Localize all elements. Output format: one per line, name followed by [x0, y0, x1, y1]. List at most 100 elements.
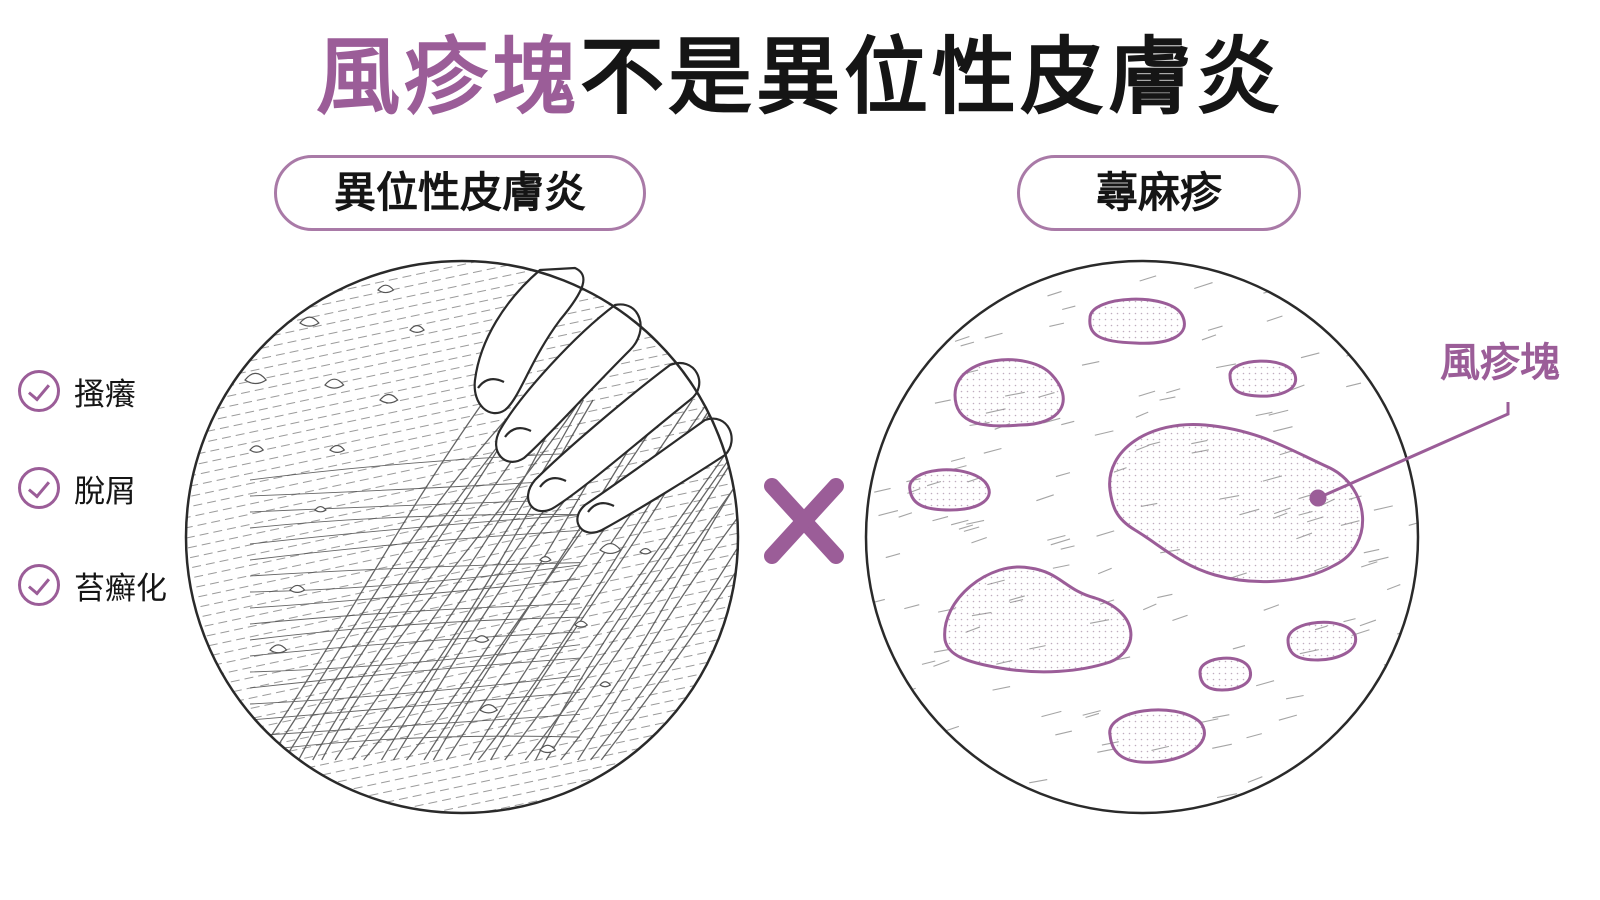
skin-crease [249, 675, 581, 705]
skin-crease [600, 399, 738, 761]
skin-texture-dash [1047, 290, 1062, 297]
skin-texture-dash [1278, 714, 1297, 721]
skin-crease [249, 691, 581, 721]
skin-flake [289, 584, 306, 594]
skin-texture-dash [916, 744, 932, 750]
skin-texture-dash [1216, 363, 1236, 369]
skin-texture-dash [1412, 722, 1418, 728]
skin-texture-dash [1386, 584, 1401, 591]
skin-texture-dash [1097, 567, 1112, 575]
wheal [1228, 359, 1298, 398]
skin-flake [474, 635, 490, 643]
skin-crease [363, 399, 594, 761]
urticaria-illustration [864, 259, 1420, 815]
checklist-item: 脫屑 [18, 463, 136, 513]
skin-flake [599, 681, 612, 688]
skin-texture-dash [921, 660, 936, 665]
skin-texture-dash [882, 383, 900, 390]
skin-crease [249, 529, 581, 561]
skin-texture-dash [1159, 396, 1176, 401]
skin-flake [599, 542, 622, 555]
wheal [1286, 620, 1358, 662]
skin-texture-dash [881, 784, 898, 789]
skin-texture-dash [963, 526, 980, 532]
atopic-dermatitis-label: 異位性皮膚炎 [274, 155, 646, 231]
wheal [1108, 422, 1365, 584]
skin-texture-dash [920, 261, 937, 266]
skin-crease [249, 735, 581, 753]
skin-texture-dash [1139, 275, 1157, 282]
skin-texture-dash [954, 335, 970, 342]
skin-texture-dash [1343, 618, 1356, 623]
skin-texture-dash [1142, 603, 1157, 611]
skin-flake [539, 744, 557, 754]
skin-texture-dash [1368, 556, 1389, 563]
skin-texture-dash [1281, 273, 1297, 280]
skin-texture-dash [887, 328, 906, 335]
skin-texture-dash [1323, 792, 1338, 797]
skin-crease [249, 631, 581, 657]
skin-crease [249, 513, 581, 529]
skin-texture-dash [920, 332, 934, 339]
skin-texture-dash [1212, 743, 1232, 749]
skin-texture-dash [934, 399, 951, 404]
skin-texture-dash [1268, 409, 1289, 416]
skin-texture-dash [1041, 710, 1062, 718]
skin-crease [254, 399, 486, 761]
skin-flake [639, 547, 652, 555]
checklist-label: 脫屑 [74, 473, 136, 510]
skin-crease [351, 399, 584, 761]
skin-crease [249, 657, 581, 689]
skin-texture-dash [983, 447, 1002, 454]
skin-texture-dash [1346, 382, 1362, 388]
skin-texture-dash [999, 261, 1021, 268]
check-circle-icon [18, 467, 60, 509]
skin-flake [244, 372, 268, 385]
skin-texture-dash [1055, 472, 1071, 478]
wheal-callout-pointer [1309, 402, 1510, 507]
skin-texture-dash [1256, 680, 1275, 687]
skin-texture-dash [904, 604, 920, 610]
skin-texture-dash [950, 457, 966, 462]
skin-flake [574, 620, 589, 628]
wheal [908, 468, 991, 512]
skin-texture-dash [1402, 703, 1418, 710]
skin-crease [590, 399, 738, 761]
skin-texture-dash [1060, 545, 1075, 550]
skin-texture-dash [1172, 614, 1188, 622]
skin-texture-dash [874, 487, 891, 493]
skin-texture-dash [1290, 788, 1310, 794]
skin-texture-dash [1285, 694, 1304, 700]
skin-flake [329, 444, 346, 453]
skin-texture-dash [1135, 411, 1149, 418]
skin-texture-dash [950, 519, 969, 526]
check-circle-icon [18, 370, 60, 412]
skin-texture-dash [1166, 388, 1181, 394]
skin-texture-dash [1341, 318, 1358, 324]
skin-texture-dash [1217, 793, 1238, 799]
skin-crease [560, 399, 738, 761]
skin-crease [249, 452, 581, 481]
skin-flakes [244, 284, 652, 754]
skin-texture-dash [1085, 712, 1100, 719]
skin-crease [545, 399, 738, 761]
skin-texture-dash [915, 785, 935, 792]
skin-texture-dash [1081, 360, 1100, 366]
skin-texture-dash [1047, 534, 1066, 541]
checklist-label: 苔癬化 [74, 570, 167, 607]
skin-flake [249, 445, 265, 453]
skin-texture-dash [1232, 645, 1246, 650]
skin-texture-dash [1097, 748, 1114, 753]
skin-texture-dash [933, 659, 950, 667]
skin-texture-dash [1138, 390, 1156, 397]
skin-texture-dash [1157, 593, 1173, 599]
skin-crease [423, 399, 671, 761]
wheal [953, 358, 1065, 428]
skin-flake [409, 325, 425, 333]
skin-texture-dash [1201, 334, 1217, 341]
skin-texture-dash [1055, 730, 1072, 736]
wheal [1198, 656, 1252, 692]
skin-texture-dash [1061, 420, 1075, 426]
skin-texture-dash [1050, 538, 1071, 546]
